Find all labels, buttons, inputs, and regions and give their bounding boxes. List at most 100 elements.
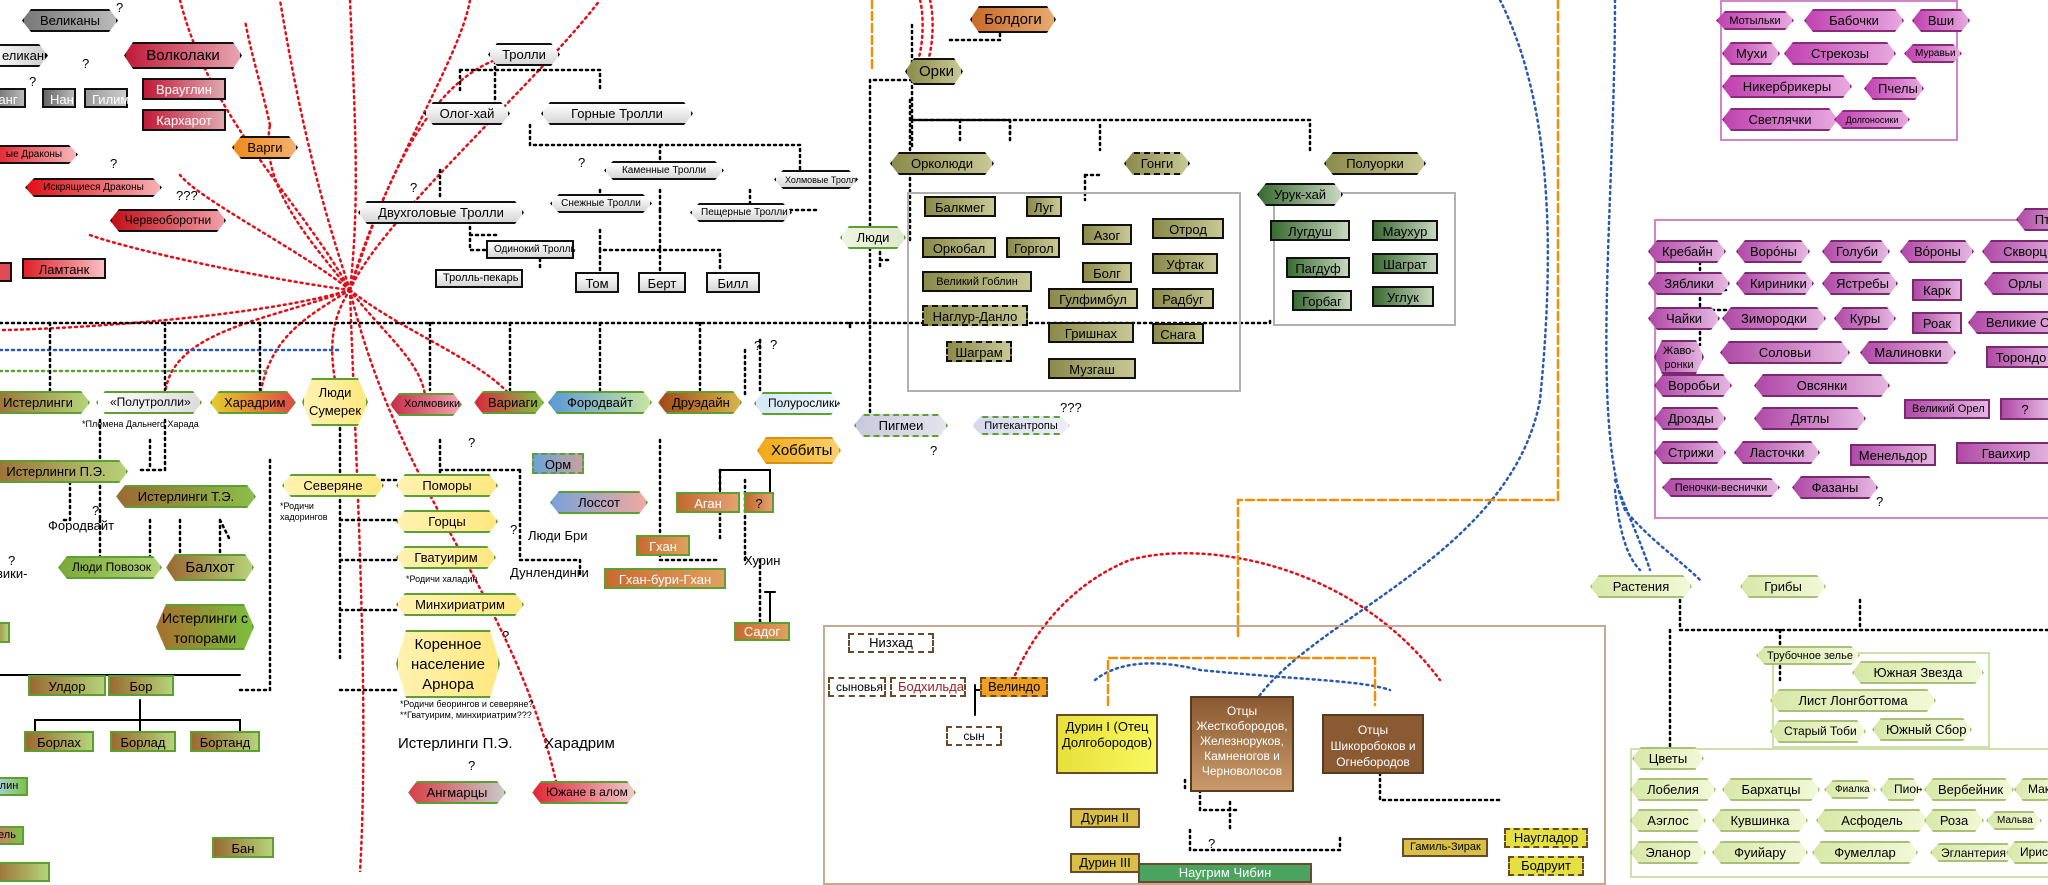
node-bortand[interactable]: Бортанд [190, 731, 260, 752]
node-fazany[interactable]: Фазаны [1792, 476, 1878, 499]
node-bodhilda[interactable]: Бодхильда [890, 677, 966, 697]
node-motylki[interactable]: Мотыльки [1716, 11, 1794, 30]
node-lossot[interactable]: Лоссот [550, 491, 648, 514]
node-veliky-orel[interactable]: Великий Орел [1904, 399, 1990, 419]
node-golubi[interactable]: Голуби [1822, 240, 1890, 263]
node-nauglador[interactable]: Наугладор [1504, 828, 1588, 848]
node-yuzhny-sbor[interactable]: Южный Сбор [1872, 718, 1972, 741]
node-kuvshinka[interactable]: Кувшинка [1712, 809, 1808, 832]
node-lyudi-povozok[interactable]: Люди Повозок [58, 556, 162, 579]
node-yastreby[interactable]: Ястребы [1822, 272, 1898, 295]
node-olog-hai[interactable]: Олог-хай [424, 102, 510, 125]
node-holmoviki[interactable]: Холмовики [390, 393, 462, 416]
node-vorony1[interactable]: Воро́ны [1736, 240, 1810, 263]
node-pitekantropy[interactable]: Питекантропы [972, 416, 1070, 435]
node-babochki[interactable]: Бабочки [1804, 9, 1904, 32]
node-kark[interactable]: Карк [1912, 279, 1962, 301]
node-vorony2[interactable]: Во́роны [1900, 240, 1974, 263]
node-bill[interactable]: Билл [706, 272, 760, 293]
node-druedain[interactable]: Друэдайн [658, 391, 742, 414]
node-q-bird[interactable]: ? [2000, 398, 2048, 420]
node-pagduf[interactable]: Пагдуф [1286, 257, 1350, 278]
node-bolg[interactable]: Болг [1082, 262, 1132, 283]
node-forodvait[interactable]: Фородвайт [548, 391, 652, 414]
node-syn[interactable]: сын [946, 726, 1002, 746]
node-roak[interactable]: Роак [1912, 312, 1962, 334]
node-gorcy[interactable]: Горцы [396, 510, 498, 533]
node-otcy1[interactable]: Отцы Жесткобородов, Железноруков, Камнен… [1190, 696, 1294, 792]
node-grishnah[interactable]: Гришнах [1048, 322, 1134, 343]
node-vargi[interactable]: Варги [232, 136, 298, 159]
node-strekozy[interactable]: Стрекозы [1784, 42, 1896, 65]
node-uftak[interactable]: Уфтак [1152, 253, 1218, 274]
node-pigmei[interactable]: Пигмеи [854, 414, 948, 437]
node-dolgonosiki[interactable]: Долгоносики [1834, 110, 1910, 129]
node-gornye-trolli[interactable]: Горные Тролли [541, 102, 693, 125]
node-otcy2[interactable]: Отцы Шикоробоков и Огнебородов [1322, 714, 1424, 774]
node-troll-pekar[interactable]: Тролль-пекарь [435, 269, 523, 288]
node-iskryashchiesya[interactable]: Искрящиеся Драконы [25, 178, 162, 197]
node-list[interactable]: Лист Лонгботтома [1770, 689, 1936, 712]
node-muhi[interactable]: Мухи [1722, 42, 1780, 65]
node-nikerbrikery[interactable]: Никербрикеры [1722, 75, 1852, 98]
node-snaga[interactable]: Снага [1152, 323, 1204, 344]
node-yuzhnaya-zvezda[interactable]: Южная Звезда [1852, 661, 1984, 684]
node-uruk-hai[interactable]: Урук-хай [1257, 183, 1343, 206]
node-cvety[interactable]: Цветы [1632, 747, 1704, 770]
node-dyatly[interactable]: Дятлы [1754, 407, 1866, 430]
node-tom[interactable]: Том [575, 272, 619, 293]
node-trolli[interactable]: Тролли [488, 43, 560, 66]
node-stary-tobi[interactable]: Старый Тоби [1770, 720, 1866, 743]
node-karharot[interactable]: Кархарот [142, 109, 226, 131]
node-azog[interactable]: Азог [1082, 224, 1132, 245]
node-shagram[interactable]: Шаграм [946, 341, 1012, 362]
node-gan-buri-gan[interactable]: Гхан-бури-Гхан [604, 568, 726, 589]
node-malva[interactable]: Мальва [1986, 811, 2042, 830]
node-balhot[interactable]: Балхот [166, 554, 254, 581]
node-veliky-goblin[interactable]: Великий Гоблин [922, 271, 1032, 292]
node-odinokiy[interactable]: Одинокий Тролль [486, 240, 576, 259]
node-borlad[interactable]: Борлад [110, 731, 176, 752]
node-zhavoronki[interactable]: Жаво-ронки [1654, 340, 1704, 374]
node-peshchernye[interactable]: Пещерные Тролли [690, 203, 792, 222]
node-iris[interactable]: Ирис [2006, 841, 2048, 864]
node-trubochnoe[interactable]: Трубочное зелье [1756, 646, 1860, 665]
node-bor[interactable]: Бор [108, 675, 174, 696]
node-korennoe[interactable]: Коренное население Арнора [396, 630, 500, 698]
node-orkobal[interactable]: Оркобал [922, 237, 996, 258]
node-durin2[interactable]: Дурин II [1070, 808, 1140, 828]
node-nizhad[interactable]: Низхад [848, 633, 934, 653]
node-gamil[interactable]: Гамиль-Зирак [1402, 838, 1488, 857]
node-balkmeg[interactable]: Балкмег [924, 196, 996, 217]
node-velikany-left[interactable]: еликаны [0, 44, 48, 67]
node-krebain[interactable]: Кребайн [1648, 240, 1726, 263]
node-gilim[interactable]: Гилим [84, 88, 129, 108]
node-fialka[interactable]: Фиалка [1824, 780, 1876, 799]
node-orly[interactable]: Орлы [1984, 272, 2048, 295]
node-otrod[interactable]: Отрод [1152, 218, 1224, 239]
node-gan[interactable]: Гхан [636, 535, 690, 556]
node-angmarcy[interactable]: Ангмарцы [408, 781, 506, 804]
node-kamennye-trolli[interactable]: Каменные Тролли [604, 161, 724, 180]
node-drozdy[interactable]: Дрозды [1654, 407, 1726, 430]
node-radbug[interactable]: Радбуг [1152, 288, 1214, 309]
node-el-left[interactable]: ель [0, 826, 24, 845]
node-solovyi[interactable]: Соловьи [1720, 341, 1850, 364]
node-strizhi[interactable]: Стрижи [1654, 441, 1726, 464]
node-muzgash[interactable]: Музгаш [1048, 358, 1136, 379]
node-mak[interactable]: Мак [2014, 778, 2048, 801]
node-lobeliya[interactable]: Лобелия [1630, 778, 1716, 801]
node-isterlingi-left[interactable]: Истерлинги [0, 391, 90, 414]
node-velindo[interactable]: Велиндо [980, 677, 1048, 697]
node-zimorodki[interactable]: Зимородки [1722, 307, 1826, 330]
node-agan[interactable]: Аган [676, 492, 740, 513]
node-lin-left[interactable]: лин [0, 777, 28, 796]
node-orm[interactable]: Орм [532, 453, 584, 474]
node-lyudi-link[interactable]: Люди [840, 226, 906, 249]
node-lastochki[interactable]: Ласточки [1734, 441, 1820, 464]
node-bert[interactable]: Берт [638, 272, 686, 293]
node-polutrolli[interactable]: «Полутролли» [96, 391, 202, 414]
node-zyabliki[interactable]: Зяблики [1648, 272, 1730, 295]
node-orki[interactable]: Орки [905, 58, 963, 85]
node-kiriniki[interactable]: Кириники [1736, 272, 1814, 295]
